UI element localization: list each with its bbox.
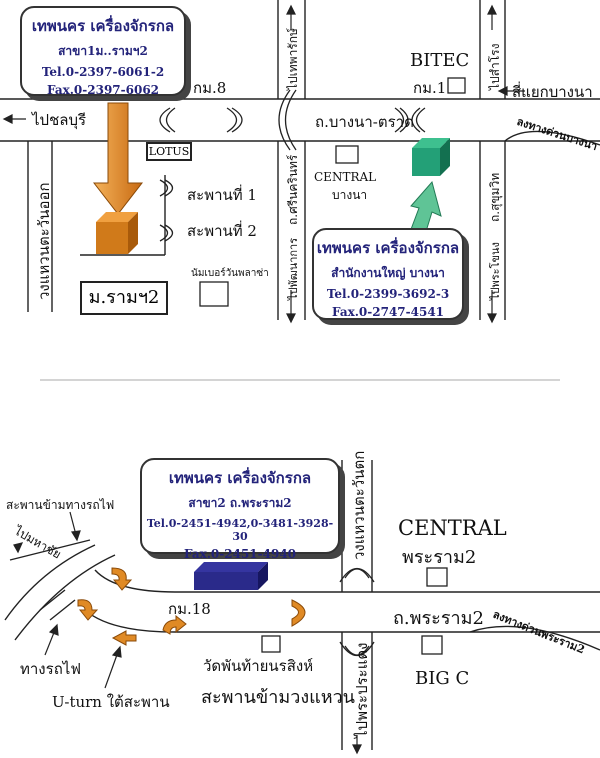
branch1-fax: Fax.0-2397-6062 [46, 83, 160, 97]
top-uturn-arcs [159, 89, 426, 242]
label-bridge2: สะพานที่ 2 [187, 222, 257, 240]
bottom-pointers [13, 511, 362, 755]
label-road-rama2: ถ.พระราม2 [393, 608, 484, 629]
branch2-title: เทพนคร เครื่องจักรกล [168, 469, 312, 487]
label-railway: ทางรถไฟ [20, 660, 81, 678]
bottom-uturn-arcs [339, 567, 375, 657]
branch2-tel: Tel.0-2451-4942,0-3481-3928-30 [146, 517, 334, 543]
label-rama2-place: พระราม2 [402, 547, 477, 568]
label-central: CENTRAL [398, 516, 507, 540]
bottom-landmark-squares [261, 567, 448, 655]
bottom-orange-arrows [77, 567, 306, 646]
branch1-name: สาขา1ม..รามฯ2 [58, 44, 148, 58]
label-bangna-intersection: สี่แยกบางนา [512, 83, 593, 101]
label-sukhumvit: ถ.สุขุมวิท [488, 172, 502, 222]
hq-name: สำนักงานใหญ่ บางนา [331, 266, 445, 280]
branch1-title: เทพนคร เครื่องจักรกล [31, 17, 175, 35]
top-landmark-squares [199, 77, 466, 307]
branch1-tel: Tel.0-2397-6061-2 [41, 65, 165, 79]
label-to-phrakhanong: ไปพระโขนง [489, 242, 502, 300]
top-roads [0, 0, 600, 320]
label-central-bangna-2: บางนา [332, 188, 368, 202]
label-big-c: BIG C [415, 668, 470, 689]
label-srinakarin: ถ.ศรีนครินทร์ [286, 154, 300, 225]
label-km8: กม.8 [193, 79, 227, 97]
label-bridge1: สะพานที่ 1 [187, 186, 257, 204]
label-rail-bridge: สะพานข้ามทางรถไฟ [6, 498, 115, 512]
top-direction-arrows [2, 4, 525, 324]
orange-arrow [92, 102, 144, 215]
label-km1: กม.1 [413, 79, 447, 97]
label-to-pradaeng: ไปพระประแดง [353, 642, 371, 738]
hq-fax: Fax.0-2747-4541 [331, 305, 445, 319]
label-uturn: U-turn ใต้สะพาน [52, 693, 170, 711]
branch2-fax: Fax.0-2451-4940 [183, 547, 297, 561]
hq-building [412, 138, 450, 176]
label-to-samrong: ไปสำโรง [488, 43, 502, 90]
hq-tel: Tel.0-2399-3692-3 [326, 287, 450, 301]
label-number-one-plaza: นัมเบอร์วันพลาซ่า [191, 268, 269, 279]
label-to-phatthanakan: ไปพัฒนาการ [287, 237, 300, 300]
label-ring-bridge: สะพานข้ามวงแหวน [201, 687, 355, 708]
hq-title: เทพนคร เครื่องจักรกล [316, 239, 460, 257]
branch2-info-box: เทพนคร เครื่องจักรกล สาขา2 ถ.พระราม2 Tel… [140, 458, 340, 561]
hq-info-box: เทพนคร เครื่องจักรกล สำนักงานใหญ่ บางนา … [312, 228, 464, 320]
label-to-thepharak: ไปเทพารักษ์ [286, 28, 300, 90]
label-east-ring: วงแหวนตะวันออก [35, 182, 53, 300]
label-road-bangna-trat: ถ.บางนา-ตราด [315, 113, 414, 131]
label-lotus: LOTUS [146, 142, 192, 161]
branch2-building [194, 562, 268, 590]
branch1-building [96, 212, 138, 254]
label-central-bangna-1: CENTRAL [314, 170, 377, 184]
branch1-info-box: เทพนคร เครื่องจักรกล สาขา1ม..รามฯ2 Tel.0… [20, 6, 186, 97]
label-km18: กม.18 [168, 600, 211, 618]
branch2-name: สาขา2 ถ.พระราม2 [188, 496, 292, 510]
label-wat: วัดพันท้ายนรสิงห์ [203, 657, 314, 675]
label-bitec: BITEC [410, 50, 470, 71]
label-m-rama2: ม.รามฯ2 [80, 281, 168, 315]
label-west-ring: วงแหวนตะวันตก [350, 450, 368, 560]
label-to-chonburi: ไปชลบุรี [32, 111, 87, 129]
